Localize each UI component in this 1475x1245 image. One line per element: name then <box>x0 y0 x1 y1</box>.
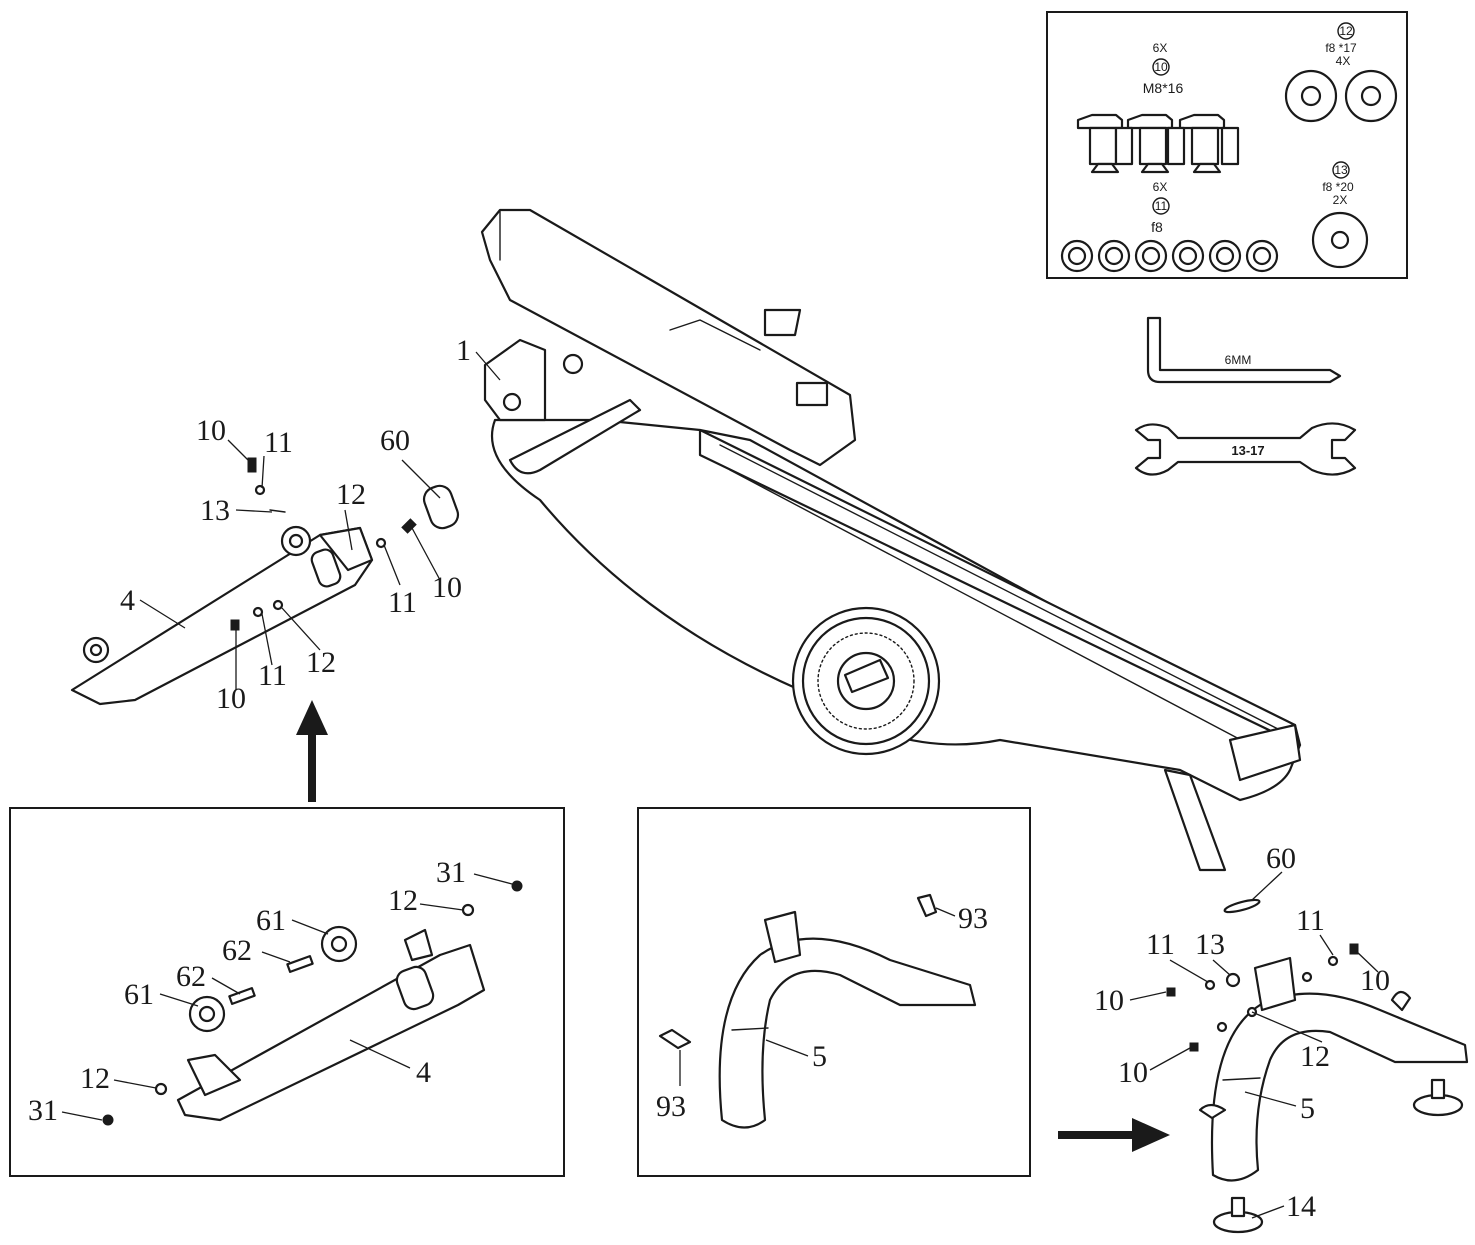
callout-10b: 10 <box>1094 984 1124 1017</box>
callout-10c: 10 <box>1118 1056 1148 1089</box>
callout-12: 12 <box>336 478 366 511</box>
callout-5: 5 <box>1300 1092 1315 1125</box>
washer-20-icon <box>1311 211 1369 269</box>
lock-washer-icons <box>1060 239 1279 273</box>
lock-washer-id: 11 <box>1155 199 1168 213</box>
callout-61b: 61 <box>124 978 154 1011</box>
callout-13: 13 <box>200 494 230 527</box>
callout-60: 60 <box>1266 842 1296 875</box>
bolt-spec: M8*16 <box>1143 80 1184 96</box>
callout-31b: 31 <box>28 1094 58 1127</box>
detail-box-left: 31 12 61 62 62 61 12 31 4 <box>9 807 565 1177</box>
callout-14: 14 <box>1286 1190 1316 1223</box>
callout-11b: 11 <box>388 586 417 619</box>
arrow-up <box>296 700 328 802</box>
washer-17-spec: f8 *17 <box>1325 41 1357 55</box>
callout-11: 11 <box>264 426 293 459</box>
callout-60: 60 <box>380 424 410 457</box>
callout-4b: 4 <box>416 1056 431 1089</box>
callout-5: 5 <box>812 1040 827 1073</box>
allen-key-icon: 6MM <box>1146 316 1342 384</box>
callout-62b: 62 <box>176 960 206 993</box>
callout-93: 93 <box>958 902 988 935</box>
callout-11b: 11 <box>1146 928 1175 961</box>
callout-12: 12 <box>1300 1040 1330 1073</box>
callout-12c: 12 <box>306 646 336 679</box>
bolt-id: 10 <box>1154 60 1168 74</box>
wrench-label: 13-17 <box>1231 443 1264 458</box>
callout-12: 12 <box>388 884 418 917</box>
washer-17-id: 12 <box>1339 24 1353 38</box>
callout-1: 1 <box>456 334 471 367</box>
callout-93b: 93 <box>656 1090 686 1123</box>
washer-20-spec: f8 *20 <box>1322 180 1354 194</box>
front-stabilizer-assembly: 60 11 11 13 10 10 10 12 5 14 <box>1094 842 1469 1234</box>
bolt-qty: 6X <box>1153 41 1168 55</box>
rear-stabilizer-assembly: 10 11 13 12 60 11 10 10 11 12 4 <box>70 414 462 715</box>
callout-4: 4 <box>120 584 135 617</box>
callout-12b: 12 <box>80 1062 110 1095</box>
callout-10c: 10 <box>216 682 246 715</box>
hardware-kit-panel: 6X 10 M8*16 6X 11 f8 <box>1046 11 1408 279</box>
arrow-right <box>1058 1118 1170 1152</box>
wrench-icon: 13-17 <box>1134 422 1357 476</box>
washer-20-id: 13 <box>1334 163 1348 177</box>
lock-washer-spec: f8 <box>1151 219 1163 235</box>
callout-61: 61 <box>256 904 286 937</box>
callout-13: 13 <box>1195 928 1225 961</box>
allen-key-label: 6MM <box>1225 353 1252 367</box>
callout-62: 62 <box>222 934 252 967</box>
washer-20-qty: 2X <box>1333 193 1348 207</box>
callout-10: 10 <box>196 414 226 447</box>
callout-31: 31 <box>436 856 466 889</box>
callout-11: 11 <box>1296 904 1325 937</box>
detail-box-mid: 93 93 5 <box>637 807 1031 1177</box>
washer-17-qty: 4X <box>1336 54 1351 68</box>
lock-washer-qty: 6X <box>1153 180 1168 194</box>
washer-17-icons <box>1284 69 1398 123</box>
bolt-icons <box>1076 113 1240 174</box>
callout-10b: 10 <box>432 571 462 604</box>
main-frame: 1 <box>456 208 1302 872</box>
